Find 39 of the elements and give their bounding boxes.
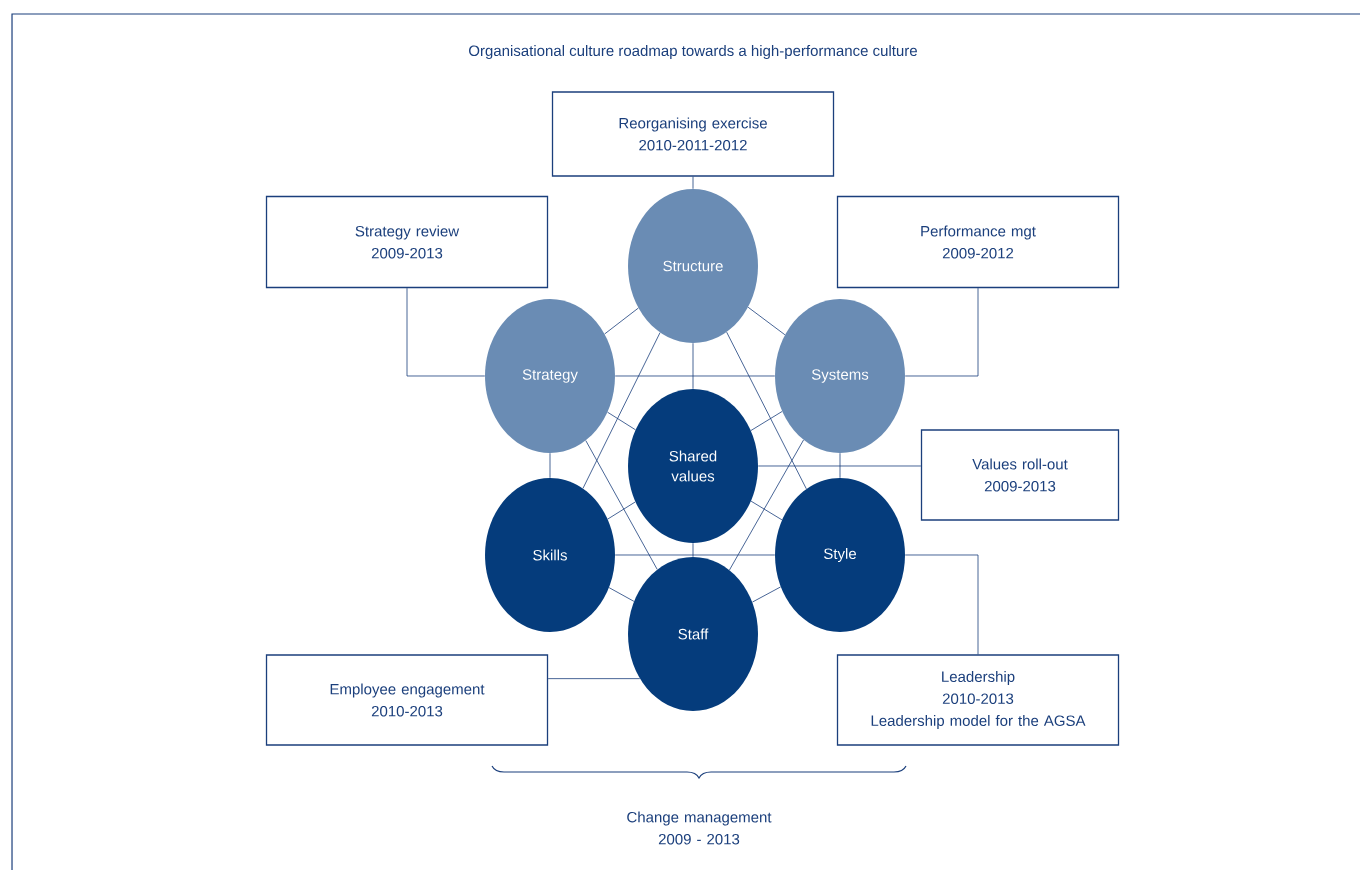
connector-line [752,586,782,603]
leader-line [547,678,641,680]
connector-line [726,331,807,490]
diagram-title: Organisational culture roadmap towards a high-performance culture [469,45,917,59]
ellipse-node: Style [775,478,905,632]
connector-line [582,332,661,489]
text-box: Employee engagement 2010-2013 [265,654,549,746]
connector-line [585,440,658,570]
connector-line [692,342,694,390]
leader-line [904,287,979,377]
text-box: Strategy review 2009-2013 [265,195,549,289]
connector-line [839,452,841,479]
text-box: Values roll-out 2009-2013 [920,429,1120,521]
connector-line [729,439,804,571]
text-box: Reorganising exercise 2010-2011-2012 [551,91,835,177]
leader-line [692,176,694,190]
connector-line [608,587,635,602]
connector-line [692,542,694,558]
connector-line [549,452,551,479]
connector-line [604,307,639,335]
ellipse-node: Skills [485,478,615,632]
ellipse-node: Structure [628,189,758,343]
ellipse-node: Strategy [485,299,615,453]
connector-line [614,375,776,377]
leader-line [904,554,979,655]
ellipse-node: Systems [775,299,905,453]
ellipse-node: Staff [628,557,758,711]
leader-line [757,465,922,467]
connector-line [607,501,636,520]
brace-label: Change management 2009 - 2013 [627,811,772,845]
connector-line [750,500,783,521]
connector-line [614,554,776,556]
leader-line [406,287,486,377]
connector-line [747,306,786,336]
text-box: Performance mgt 2009-2012 [836,195,1120,289]
ellipse-node: Shared values [628,389,758,543]
text-box: Leadership 2010-2013 Leadership model for the AGSA [836,654,1120,746]
connector-line [607,411,636,431]
connector-line [750,411,783,431]
